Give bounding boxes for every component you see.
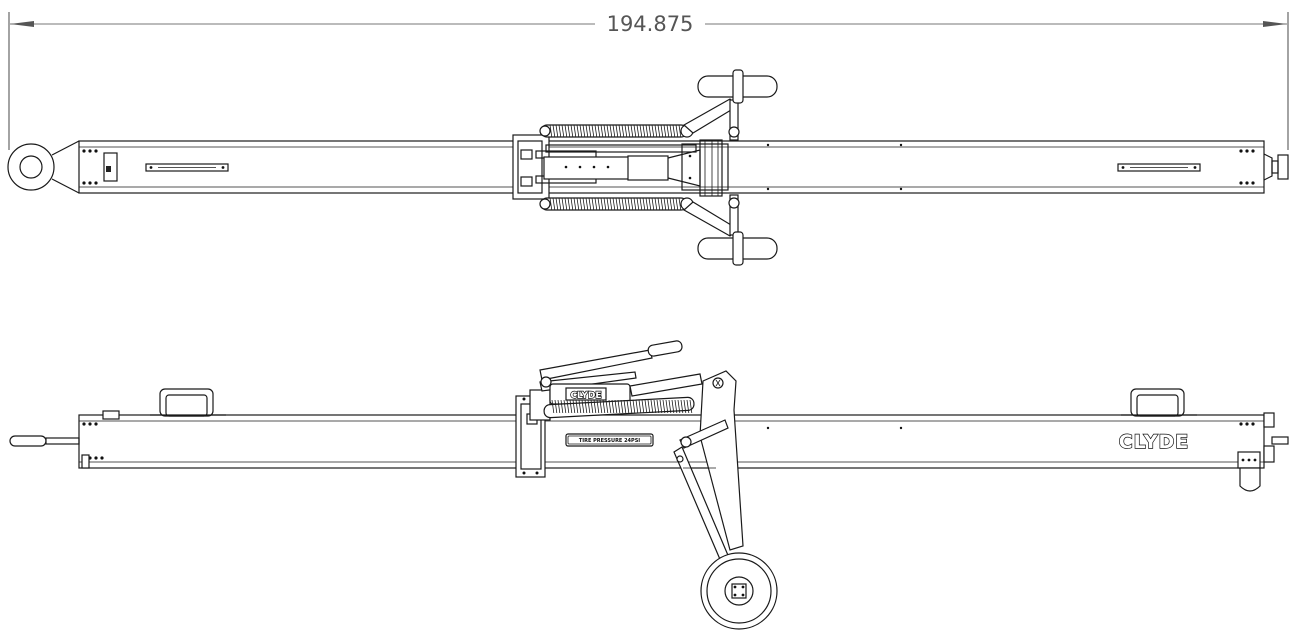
side-view: TIRE PRESSURE 24PSI CLYDE: [9, 340, 1289, 630]
brand-logo-text: CLYDE: [1119, 431, 1190, 453]
top-wheel-lower: [697, 231, 778, 266]
top-slot-left: [145, 163, 229, 172]
side-rivets: [82, 422, 1255, 460]
placard-text: TIRE PRESSURE 24PSI: [579, 438, 640, 444]
top-view: [7, 69, 1289, 266]
clyde-logo: CLYDE: [1118, 430, 1190, 453]
side-spring: [543, 396, 695, 419]
dimension-value: 194.875: [607, 12, 694, 36]
side-wheel: [700, 552, 778, 630]
top-wheel-upper: [697, 69, 778, 104]
top-upper-spring: [539, 124, 694, 138]
top-label-plate: [103, 152, 118, 182]
side-end-coupler: [1237, 412, 1289, 492]
top-hydraulic-assembly: [512, 134, 729, 200]
side-main-beam: [78, 414, 1265, 469]
top-lower-spring: [539, 197, 694, 211]
top-slot-right: [1117, 163, 1201, 172]
side-carry-handle-left: [150, 388, 226, 417]
tire-pressure-placard: TIRE PRESSURE 24PSI: [565, 433, 654, 447]
tow-eye: [7, 140, 80, 194]
side-strut: [673, 370, 744, 565]
top-rivets-right: [1239, 149, 1255, 185]
pump-brand-text: CLYDE: [570, 391, 601, 401]
top-rivets-left: [82, 149, 98, 185]
side-tow-handle: [9, 435, 80, 447]
top-end-coupler: [1263, 153, 1289, 181]
top-main-beam: [78, 140, 1265, 194]
side-carry-handle-right: [1121, 388, 1197, 417]
overall-length-dimension: 194.875: [8, 12, 1289, 150]
